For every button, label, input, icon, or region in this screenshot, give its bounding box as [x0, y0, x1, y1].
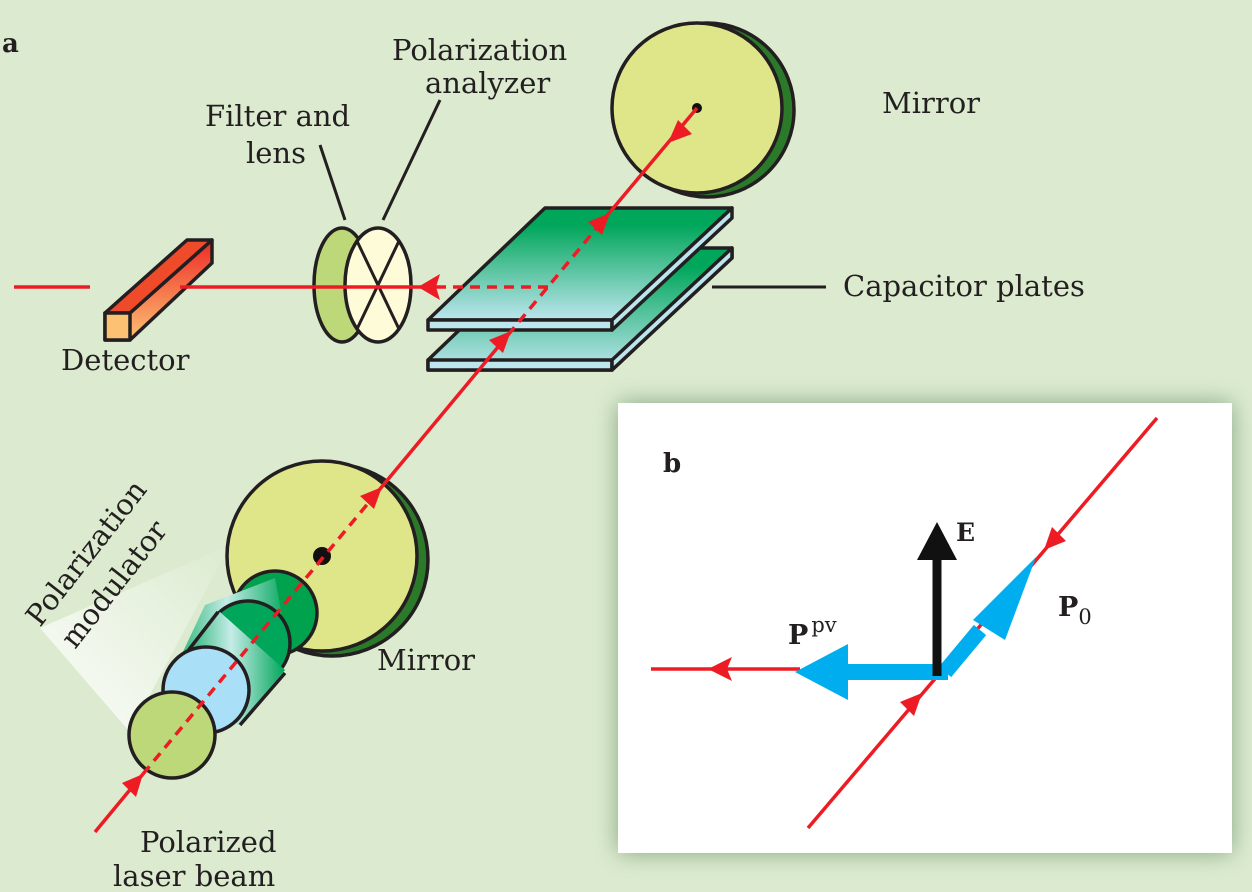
panel-b — [618, 403, 1232, 853]
arrow-icon — [1044, 527, 1066, 550]
modulator-glow — [40, 545, 230, 732]
detector — [103, 238, 214, 342]
capacitor-plates — [426, 206, 734, 372]
filter-leader-line — [318, 144, 347, 221]
vector-ppv — [795, 644, 948, 700]
p0-label: P0 — [1058, 592, 1092, 629]
filter-label-2: lens — [246, 136, 306, 170]
laser-label-1: Polarized — [140, 825, 277, 859]
vector-p0 — [938, 557, 1036, 678]
polarization-analyzer — [343, 226, 413, 344]
mirror-top-label: Mirror — [882, 86, 980, 120]
mirror-bottom-label: Mirror — [377, 643, 475, 677]
arrow-icon — [122, 774, 143, 797]
arrow-icon — [418, 274, 440, 300]
analyzer-label-1: Polarization — [392, 33, 567, 67]
arrow-icon — [489, 331, 511, 353]
laser-beam — [14, 106, 699, 834]
arrow-icon — [588, 213, 610, 235]
top-mirror — [610, 21, 796, 199]
analyzer-leader-line — [381, 99, 442, 221]
detector-label: Detector — [61, 343, 190, 377]
arrow-icon — [708, 657, 732, 681]
mirror-center-dot — [313, 547, 331, 565]
e-field-label: E — [956, 518, 975, 547]
arrow-icon — [360, 487, 382, 509]
analyzer-label-2: analyzer — [425, 66, 550, 100]
filter-label-1: Filter and — [205, 99, 350, 133]
arrow-icon — [668, 120, 692, 143]
panel-b-label: b — [663, 449, 681, 479]
capacitor-label: Capacitor plates — [843, 269, 1085, 303]
laser-label-2: laser beam — [113, 859, 275, 892]
panel-a-label: a — [2, 29, 19, 59]
vector-e — [917, 522, 957, 676]
arrow-icon — [900, 693, 922, 716]
